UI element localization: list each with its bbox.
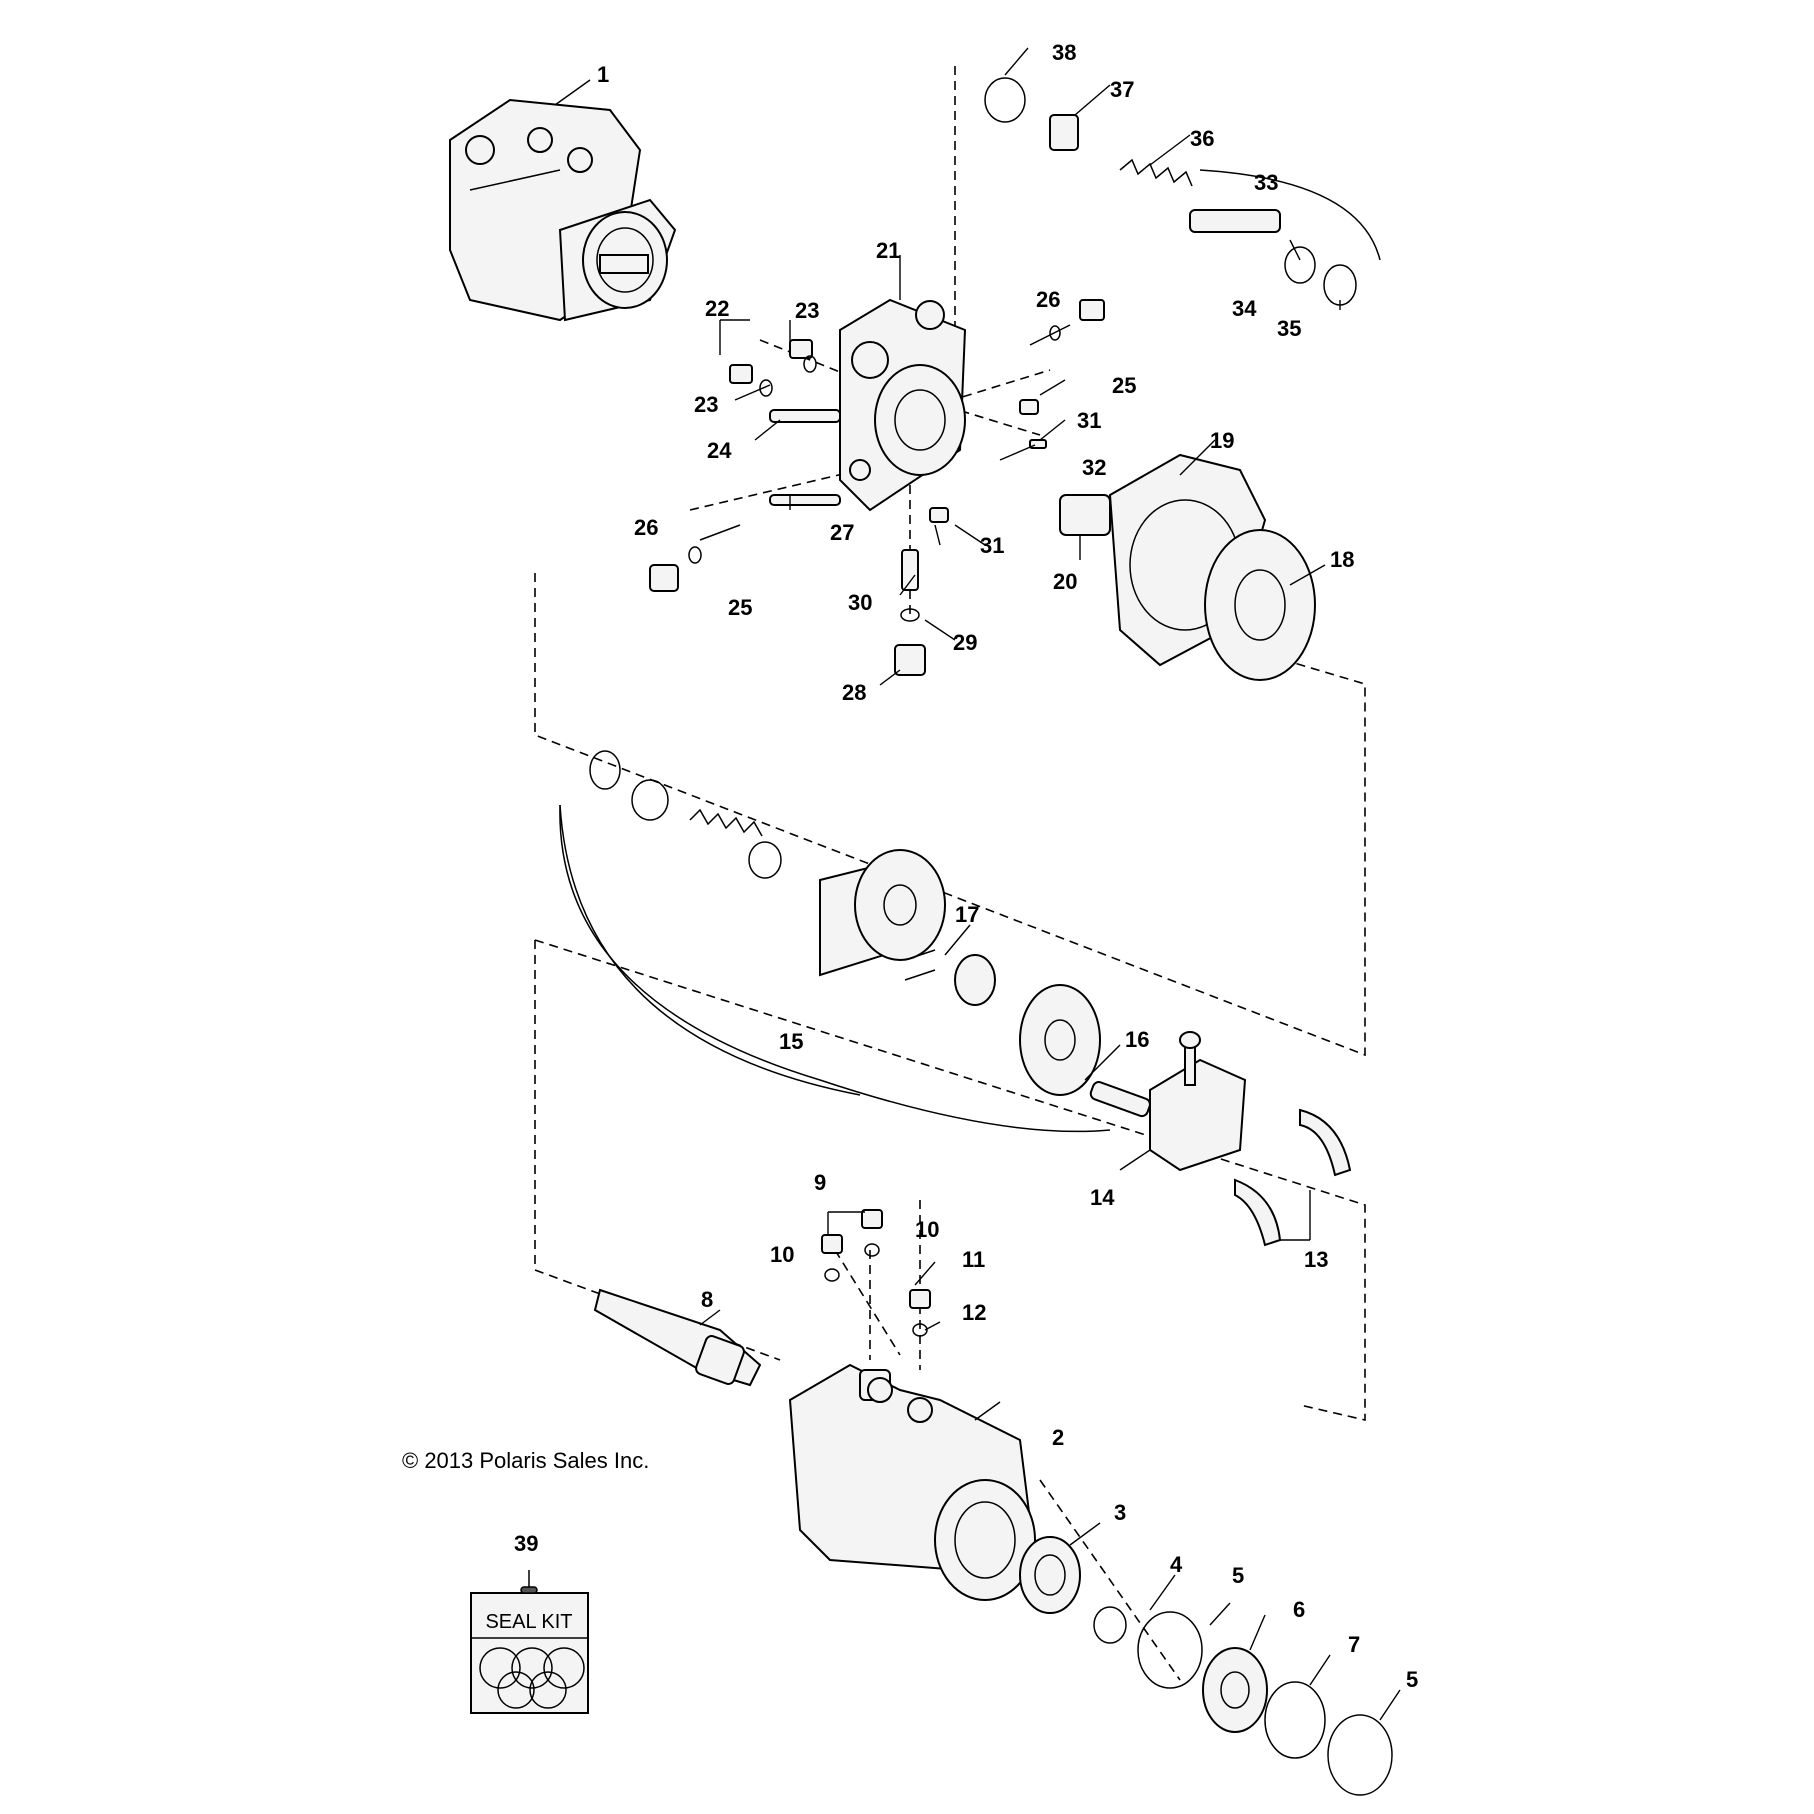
callout-17: 17 — [955, 902, 979, 927]
seal-kit-card: SEAL KIT — [470, 1570, 589, 1714]
callout-34: 34 — [1232, 296, 1257, 321]
swashplate — [1149, 1031, 1352, 1247]
callout-12: 12 — [962, 1300, 986, 1325]
callout-29: 29 — [953, 630, 977, 655]
callout-3: 3 — [1114, 1500, 1126, 1525]
callout-23a: 23 — [795, 298, 819, 323]
callout-38: 38 — [1052, 40, 1076, 65]
gasket-and-plate — [1108, 453, 1316, 681]
fittings-top — [649, 299, 1111, 676]
callout-23b: 23 — [694, 392, 718, 417]
callout-33: 33 — [1254, 170, 1278, 195]
callout-31b: 31 — [980, 533, 1004, 558]
leader-lines — [554, 47, 1401, 1721]
callout-18: 18 — [1330, 547, 1354, 572]
callout-5b: 5 — [1406, 1667, 1418, 1692]
port-block — [839, 298, 967, 512]
callout-22: 22 — [705, 296, 729, 321]
callout-14: 14 — [1090, 1185, 1115, 1210]
callout-26a: 26 — [1036, 287, 1060, 312]
callout-10a: 10 — [770, 1242, 794, 1267]
callout-5a: 5 — [1232, 1563, 1244, 1588]
callout-10b: 10 — [915, 1217, 939, 1242]
callout-9: 9 — [814, 1170, 826, 1195]
callout-4: 4 — [1170, 1552, 1183, 1577]
callout-27: 27 — [830, 520, 854, 545]
callout-24: 24 — [707, 438, 732, 463]
callout-32: 32 — [1082, 455, 1106, 480]
callout-25b: 25 — [728, 595, 752, 620]
callout-28: 28 — [842, 680, 866, 705]
front-seals — [1019, 1536, 1393, 1796]
callout-36: 36 — [1190, 126, 1214, 151]
callout-25a: 25 — [1112, 373, 1136, 398]
callout-13: 13 — [1304, 1247, 1328, 1272]
callout-26b: 26 — [634, 515, 658, 540]
callout-20: 20 — [1053, 569, 1077, 594]
housing-and-shaft — [593, 1288, 1036, 1601]
copyright-notice: © 2013 Polaris Sales Inc. — [402, 1448, 650, 1473]
callout-37: 37 — [1110, 77, 1134, 102]
callout-7: 7 — [1348, 1632, 1360, 1657]
callout-31a: 31 — [1077, 408, 1101, 433]
callout-6: 6 — [1293, 1597, 1305, 1622]
callout-21: 21 — [876, 238, 900, 263]
callout-16: 16 — [1125, 1027, 1149, 1052]
rotating-group — [559, 750, 1151, 1133]
callout-2: 2 — [1052, 1425, 1064, 1450]
callout-8: 8 — [701, 1287, 713, 1312]
callout-numbers: 1 2 3 4 5 5 6 7 8 9 10 10 11 12 13 14 15… — [514, 40, 1418, 1692]
seal-kit-label: SEAL KIT — [485, 1611, 572, 1633]
callout-11: 11 — [962, 1247, 985, 1272]
callout-39: 39 — [514, 1531, 538, 1556]
relief-valve-parts — [984, 77, 1381, 306]
callout-35: 35 — [1277, 316, 1301, 341]
assembly-guide-lines — [534, 66, 1366, 1681]
callout-1: 1 — [597, 62, 609, 87]
callout-19: 19 — [1210, 428, 1234, 453]
callout-15: 15 — [779, 1029, 803, 1054]
housing-fittings — [821, 1209, 931, 1337]
callout-30: 30 — [848, 590, 872, 615]
assembled-pump — [449, 98, 677, 322]
